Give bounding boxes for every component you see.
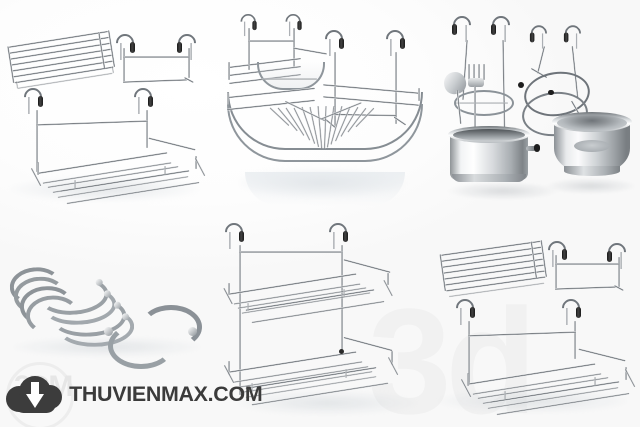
- utensil-ring: [454, 90, 514, 116]
- two-tier-rack: [221, 219, 421, 413]
- back-rail-with-hooks: [112, 30, 200, 84]
- wire-basket: [446, 295, 636, 416]
- hook-icon: [558, 295, 584, 325]
- shelf-front-curve: [257, 62, 325, 90]
- product-top-right: [430, 0, 640, 213]
- fork: [466, 64, 494, 132]
- flat-wire-tray: [6, 28, 119, 96]
- wire-basket: [14, 84, 206, 205]
- hook-icon: [325, 219, 351, 249]
- product-top-center: [215, 0, 430, 213]
- wire-ring-hanger: [518, 21, 608, 144]
- hook-icon: [604, 239, 630, 269]
- back-rail-with-hooks: [544, 237, 630, 291]
- product-bottom-left: [0, 213, 215, 427]
- product-bottom-right: [430, 213, 640, 427]
- hook-icon: [452, 295, 478, 325]
- upper-small-shelf: [228, 10, 327, 95]
- hook-icon: [130, 84, 156, 114]
- corner-basket: [223, 83, 423, 175]
- upper-basket: [221, 258, 401, 325]
- hook-icon: [449, 12, 475, 42]
- hook-icon: [527, 21, 551, 49]
- flat-wire-tray: [439, 238, 550, 304]
- product-bottom-center: [215, 213, 430, 427]
- hook-icon: [561, 21, 585, 49]
- product-top-left: [0, 0, 215, 213]
- long-hook-pair: [321, 26, 415, 135]
- lower-basket: [221, 336, 407, 407]
- site-logo-text: THUVIENMAX.COM: [69, 382, 263, 406]
- hook-icon: [488, 12, 514, 42]
- site-logo[interactable]: THUVIENMAX.COM: [6, 372, 263, 416]
- cloud-download-icon: [6, 372, 64, 416]
- shadow: [546, 178, 636, 194]
- hook-icon: [174, 30, 200, 60]
- utensil-pot: [446, 122, 540, 184]
- s-hook-single: [104, 305, 204, 369]
- shadow: [448, 182, 558, 200]
- download-arrow-icon: [26, 382, 44, 409]
- steel-bowl: [552, 110, 632, 182]
- reflection: [245, 172, 405, 206]
- hook-icon: [20, 84, 46, 114]
